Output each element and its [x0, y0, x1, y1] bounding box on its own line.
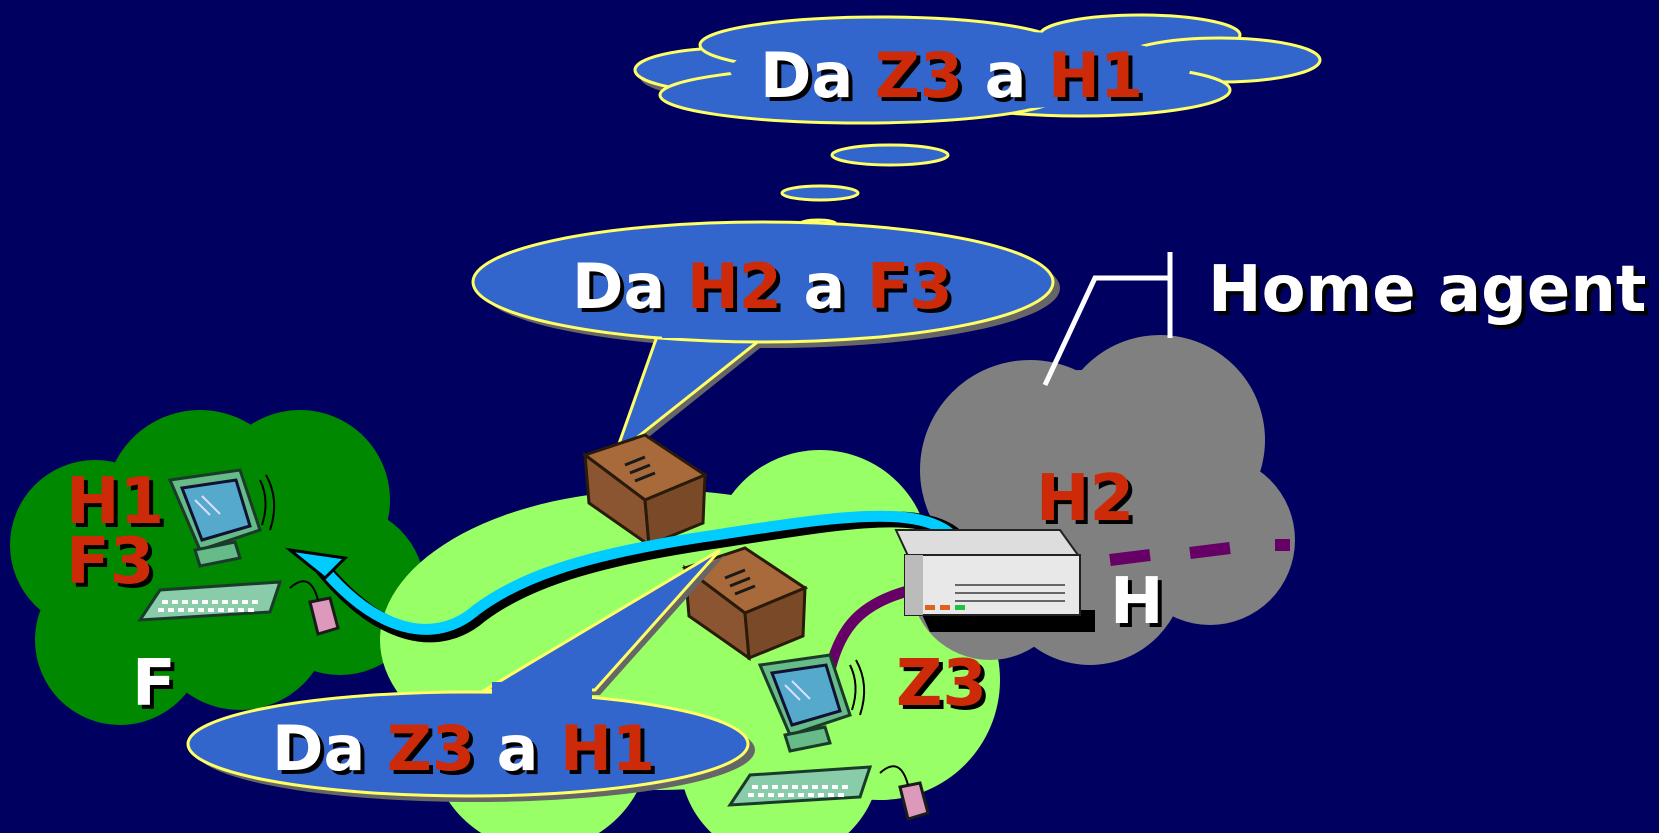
bottom-speech-text: Da Z3 a H1 [272, 718, 655, 780]
thought-from: Z3 [874, 39, 964, 112]
top-speech-da: Da [572, 250, 666, 323]
top-speech-text: Da H2 a F3 [572, 256, 952, 318]
arrow-head-icon [284, 547, 349, 581]
top-speech-bubble [471, 220, 1060, 460]
bottom-speech-from: Z3 [386, 712, 476, 785]
thought-cloud [633, 13, 1322, 230]
foreign-home-addr: H1 [66, 465, 165, 539]
thought-da: Da [760, 39, 854, 112]
home-agent-label: Home agent [1208, 253, 1647, 327]
bottom-speech-a: a [496, 712, 539, 785]
home-network-name: H [1110, 565, 1164, 639]
foreign-network-name: F [132, 647, 176, 721]
foreign-care-of-addr: F3 [66, 525, 155, 599]
top-speech-from: H2 [686, 250, 782, 323]
top-speech-to: F3 [866, 250, 953, 323]
bottom-speech-da: Da [272, 712, 366, 785]
router-icon [894, 529, 1095, 632]
bottom-speech-bubble [186, 548, 755, 802]
thought-a: a [984, 39, 1027, 112]
correspondent-addr: Z3 [896, 647, 987, 721]
top-speech-a: a [803, 250, 846, 323]
thought-bubble-text: Da Z3 a H1 [760, 45, 1143, 107]
home-agent-pointer [1042, 252, 1173, 387]
tunnel-path [284, 510, 983, 643]
home-agent-addr: H2 [1036, 462, 1135, 536]
thought-to: H1 [1048, 39, 1144, 112]
bottom-speech-to: H1 [560, 712, 656, 785]
